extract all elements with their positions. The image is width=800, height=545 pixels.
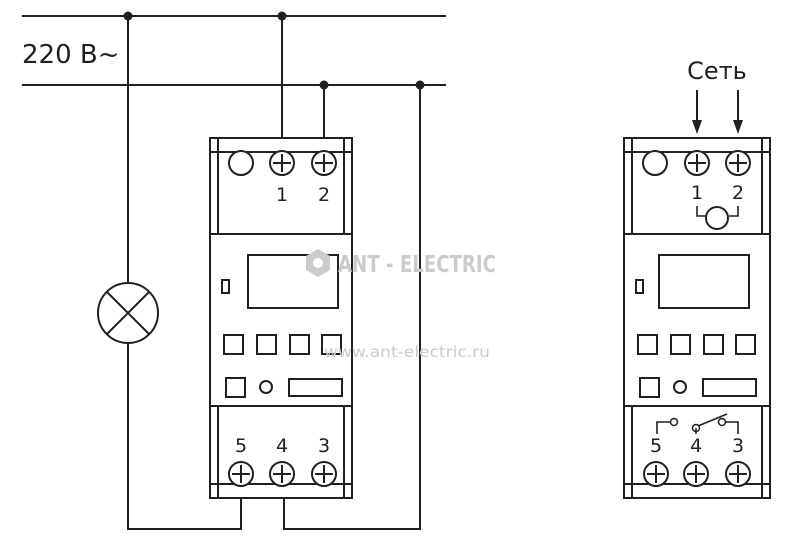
indicator-led — [635, 279, 644, 294]
input-arrow-icon — [733, 90, 743, 134]
screw-terminal — [725, 461, 751, 487]
screw-terminal — [643, 461, 669, 487]
timer-relay-device: 1 2 — [623, 137, 771, 499]
panel-button — [223, 334, 244, 355]
panel-button — [289, 334, 310, 355]
input-arrow-icon — [692, 90, 702, 134]
panel-button — [256, 334, 277, 355]
panel-button — [225, 377, 246, 398]
coil-symbol — [696, 206, 739, 230]
screw-terminal — [269, 461, 295, 487]
panel-button — [639, 377, 660, 398]
wire-to-terminal-4 — [283, 85, 421, 530]
terminal-number-4: 4 — [690, 435, 702, 457]
terminal-number-5: 5 — [235, 435, 247, 457]
screw-terminal — [725, 150, 751, 176]
lamp-return-wire — [127, 343, 242, 530]
terminal-number-3: 3 — [732, 435, 744, 457]
screw-terminal — [684, 150, 710, 176]
left-wiring-diagram: 220 B~ — [22, 11, 446, 530]
display-window — [658, 254, 750, 309]
watermark: ANT - ELECTRIC www.ant-electric.ru — [306, 249, 496, 361]
terminal-number-1: 1 — [276, 184, 288, 206]
blank-terminal — [228, 150, 254, 176]
panel-button — [703, 334, 724, 355]
lamp-symbol — [97, 282, 159, 344]
panel-slot — [702, 378, 757, 397]
screw-terminal — [683, 461, 709, 487]
panel-button — [321, 334, 342, 355]
screw-terminal — [311, 150, 337, 176]
network-label: Сеть — [687, 57, 747, 85]
watermark-url: www.ant-electric.ru — [324, 343, 490, 361]
screw-terminal — [269, 150, 295, 176]
contact-symbol — [656, 413, 739, 434]
terminal-number-3: 3 — [318, 435, 330, 457]
terminal-number-4: 4 — [276, 435, 288, 457]
terminal-number-5: 5 — [650, 435, 662, 457]
terminal-number-2: 2 — [732, 182, 744, 204]
panel-round-button — [673, 380, 687, 394]
panel-button — [735, 334, 756, 355]
panel-button — [670, 334, 691, 355]
screw-terminal — [228, 461, 254, 487]
supply-voltage-label: 220 B~ — [22, 40, 120, 70]
terminal-number-2: 2 — [318, 184, 330, 206]
watermark-brand: ANT - ELECTRIC — [338, 252, 496, 278]
right-connection-detail: Сеть 1 — [623, 57, 771, 499]
panel-button — [637, 334, 658, 355]
panel-round-button — [259, 380, 273, 394]
blank-terminal — [642, 150, 668, 176]
screw-terminal — [311, 461, 337, 487]
timer-relay-device: 1 2 5 4 3 — [209, 137, 353, 499]
indicator-led — [221, 279, 230, 294]
panel-slot — [288, 378, 343, 397]
terminal-number-1: 1 — [691, 182, 703, 204]
